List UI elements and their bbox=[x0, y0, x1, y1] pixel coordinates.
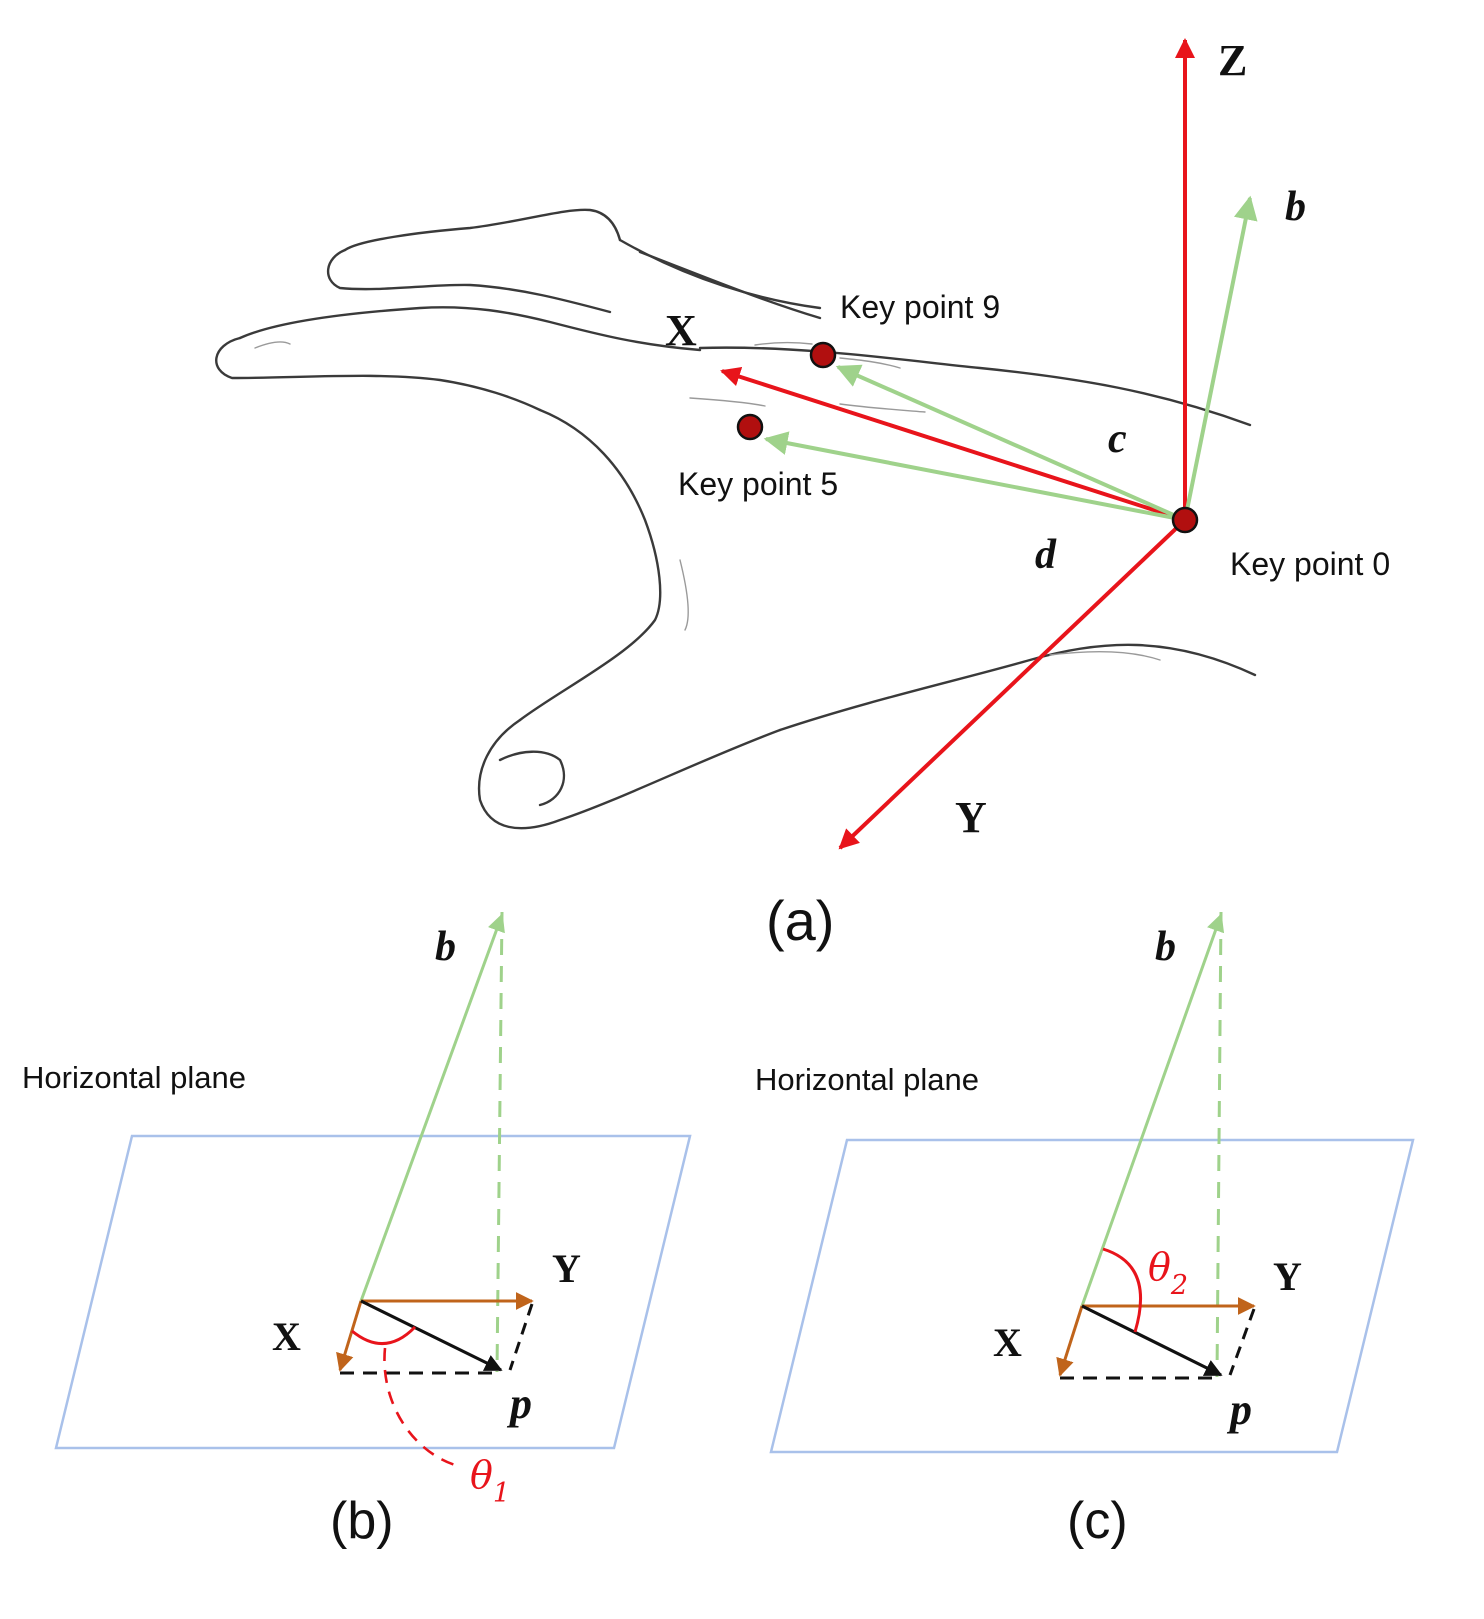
vector-c-arrow bbox=[835, 364, 1186, 522]
vector-b-arrow-c bbox=[1080, 913, 1225, 1307]
keypoint-0-dot bbox=[1171, 506, 1199, 534]
y-axis-label: Y bbox=[955, 793, 987, 842]
keypoint-5-label: Key point 5 bbox=[678, 466, 838, 502]
vector-b-arrow bbox=[1183, 195, 1258, 521]
panel-a-caption: (a) bbox=[766, 889, 834, 952]
keypoint-5-dot bbox=[736, 413, 764, 441]
panel-c-caption: (c) bbox=[1067, 1492, 1128, 1550]
b-vector-label: b bbox=[1285, 184, 1306, 230]
panel-a: Z b X Key point 9 c Key point 5 d Key po… bbox=[215, 36, 1390, 952]
panel-b-caption: (b) bbox=[330, 1492, 394, 1550]
x-axis-arrow-b bbox=[336, 1300, 363, 1372]
d-vector-label: d bbox=[1035, 532, 1057, 578]
x-label-b: X bbox=[272, 1314, 301, 1359]
horizontal-plane-c bbox=[769, 1138, 1415, 1454]
theta1-label: θ1 bbox=[470, 1453, 510, 1509]
c-vector-label: c bbox=[1108, 416, 1127, 462]
vector-b-arrow-b bbox=[359, 913, 505, 1302]
theta1-symbol: θ bbox=[470, 1453, 493, 1497]
theta2-angle-arc bbox=[1102, 1247, 1143, 1333]
parallelogram-right-dashed-b bbox=[508, 1303, 534, 1371]
p-vector-arrow-b bbox=[360, 1299, 503, 1372]
vector-d-arrow bbox=[763, 431, 1186, 522]
keypoint-9-label: Key point 9 bbox=[840, 289, 1000, 325]
y-label-c: Y bbox=[1273, 1254, 1302, 1299]
b-label-b: b bbox=[435, 924, 456, 970]
p-label-b: p bbox=[506, 1379, 532, 1428]
b-projection-dashed-b bbox=[495, 911, 504, 1373]
theta1-leader-dashed bbox=[383, 1347, 456, 1467]
p-vector-arrow-c bbox=[1081, 1304, 1223, 1377]
b-projection-dashed-c bbox=[1215, 911, 1223, 1378]
y-axis-arrow bbox=[838, 518, 1187, 850]
keypoint-0-label: Key point 0 bbox=[1230, 546, 1390, 582]
y-label-b: Y bbox=[552, 1246, 581, 1291]
theta2-label: θ2 bbox=[1148, 1245, 1188, 1301]
panel-c: Horizontal plane b Y X p θ2 (c) bbox=[755, 911, 1415, 1550]
theta1-subscript: 1 bbox=[493, 1478, 510, 1509]
theta2-subscript: 2 bbox=[1170, 1270, 1188, 1301]
theta2-symbol: θ bbox=[1148, 1245, 1171, 1289]
panel-b: Horizontal plane b Y X p θ1 (b) bbox=[22, 911, 692, 1550]
theta1-angle-arc bbox=[351, 1325, 417, 1346]
keypoint-9-dot bbox=[809, 341, 837, 369]
p-label-c: p bbox=[1226, 1385, 1252, 1434]
z-axis-label: Z bbox=[1218, 36, 1247, 85]
plane-label-c: Horizontal plane bbox=[755, 1062, 979, 1097]
horizontal-plane-b bbox=[54, 1134, 692, 1450]
hand-sketch bbox=[215, 208, 1257, 830]
x-label-c: X bbox=[993, 1320, 1022, 1365]
parallelogram-right-dashed-c bbox=[1228, 1308, 1256, 1376]
b-label-c: b bbox=[1155, 924, 1176, 970]
x-axis-arrow bbox=[720, 366, 1186, 522]
x-axis-label: X bbox=[665, 306, 697, 355]
x-axis-arrow-c bbox=[1056, 1305, 1084, 1377]
plane-label-b: Horizontal plane bbox=[22, 1060, 246, 1095]
